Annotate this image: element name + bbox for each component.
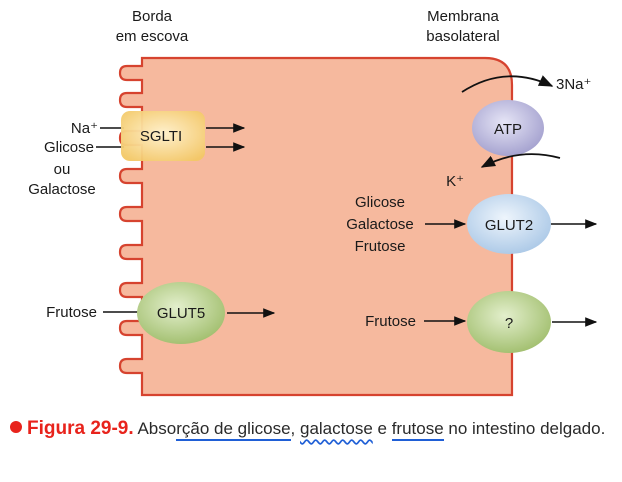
caption-bullet-icon <box>10 421 22 433</box>
cell-diagram: Borda em escova Membrana basolateral Na⁺… <box>28 8 598 397</box>
basal-glucose-label: Glicose <box>355 194 405 211</box>
unknown-transporter-label: ? <box>505 315 513 332</box>
or-label: ou <box>54 161 71 178</box>
caption-text-1: Abso <box>137 419 177 438</box>
glucose-label: Glicose <box>44 139 94 156</box>
basolateral-membrane-label-2: basolateral <box>426 28 499 45</box>
brush-border-label-2: em escova <box>116 28 189 45</box>
caption-underlined-galactose: galactose <box>300 419 373 438</box>
brush-border-label: Borda <box>132 8 173 25</box>
caption-text-3: , <box>290 419 300 438</box>
glut5-transporter <box>137 282 225 344</box>
caption-text-5: e <box>372 419 392 438</box>
basal-galactose-label: Galactose <box>346 216 414 233</box>
figure-number: Figura 29-9. <box>27 418 134 439</box>
sodium-label: Na⁺ <box>71 120 98 137</box>
galactose-label: Galactose <box>28 181 96 198</box>
epithelial-cell <box>118 56 514 397</box>
basal-fructose-label: Frutose <box>355 238 406 255</box>
figure-caption: Figura 29-9. Absorção de glicose, galact… <box>10 418 610 441</box>
fructose-label-right: Frutose <box>365 313 416 330</box>
glut2-label: GLUT2 <box>485 217 533 234</box>
atp-label: ATP <box>494 121 522 138</box>
atp-pump <box>472 100 544 156</box>
fructose-label-left: Frutose <box>46 304 97 321</box>
caption-underlined-phrase: rção de glicose <box>176 419 291 441</box>
caption-text-7: no intestino delgado. <box>443 419 606 438</box>
unknown-transporter <box>467 291 551 353</box>
sodium-out-label: 3Na⁺ <box>556 76 591 93</box>
sglt1-label: SGLTI <box>140 128 182 145</box>
sglt1-transporter <box>121 111 205 161</box>
basolateral-membrane-label: Membrana <box>427 8 499 25</box>
glut2-transporter <box>467 194 551 254</box>
glut5-label: GLUT5 <box>157 305 205 322</box>
potassium-label: K⁺ <box>446 173 464 190</box>
caption-underlined-fructose: frutose <box>391 419 444 441</box>
